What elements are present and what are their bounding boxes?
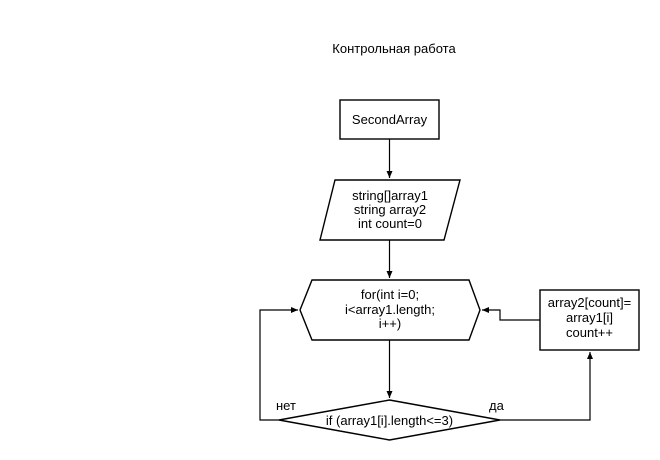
loop-node: for(int i=0; i<array1.length; i++) (299, 279, 481, 341)
assign-node: array2[count]= array1[i] count++ (539, 289, 640, 351)
yes-branch-label: да (489, 398, 505, 413)
init-node: string[]array1 string array2 int count=0 (319, 179, 461, 241)
init-line-1: string[]array1 (352, 188, 428, 203)
edge-no-to-loop (259, 307, 298, 421)
no-branch-label: нет (276, 398, 296, 413)
start-node-label: SecondArray (352, 112, 428, 127)
loop-line-3: i++) (379, 316, 401, 331)
start-node: SecondArray (339, 99, 440, 140)
loop-line-1: for(int i=0; (361, 287, 419, 302)
diagram-title: Контрольная работа (332, 41, 456, 56)
assign-line-1: array2[count]= (548, 295, 631, 310)
loop-line-2: i<array1.length; (345, 302, 435, 317)
assign-line-3: count++ (566, 325, 613, 340)
edge-assign-to-loop (482, 307, 540, 321)
init-line-3: int count=0 (358, 216, 422, 231)
init-line-2: string array2 (354, 202, 426, 217)
edge-yes-to-assign (500, 352, 593, 421)
assign-line-2: array1[i] (566, 310, 613, 325)
condition-node: if (array1[i].length<=3) (278, 399, 501, 441)
condition-label: if (array1[i].length<=3) (326, 413, 453, 428)
